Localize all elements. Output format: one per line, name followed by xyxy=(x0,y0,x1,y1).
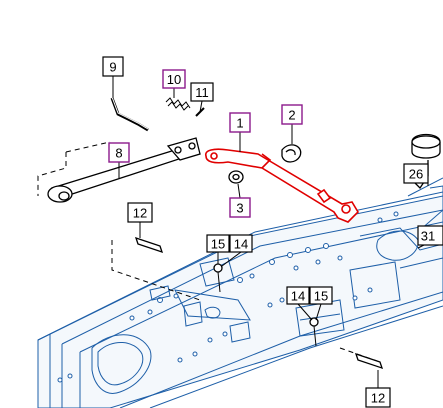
callout-12-lower: 12 xyxy=(365,387,391,408)
spring-part xyxy=(165,97,191,111)
callout-26: 26 xyxy=(403,163,429,184)
svg-text:26: 26 xyxy=(409,167,423,182)
callout-2: 2 xyxy=(281,104,303,125)
svg-text:14: 14 xyxy=(291,289,305,304)
clip-part xyxy=(281,144,302,163)
bushing-part xyxy=(228,170,244,184)
callout-15-lower: 15 xyxy=(309,286,333,305)
small-bracket-part-lower xyxy=(339,347,384,390)
callout-14-upper: 14 xyxy=(229,234,253,253)
svg-text:11: 11 xyxy=(195,85,209,100)
callout-15-upper: 15 xyxy=(206,234,230,253)
callout-3: 3 xyxy=(229,197,251,218)
svg-text:12: 12 xyxy=(371,391,385,406)
small-bracket-part-upper xyxy=(111,226,201,301)
svg-text:2: 2 xyxy=(288,108,295,123)
callout-14-lower: 14 xyxy=(286,286,310,305)
callout-31: 31 xyxy=(417,225,443,246)
callout-9: 9 xyxy=(102,56,124,77)
svg-text:15: 15 xyxy=(314,289,328,304)
callout-11: 11 xyxy=(190,82,214,102)
callout-1: 1 xyxy=(229,112,251,133)
svg-text:12: 12 xyxy=(133,206,147,221)
svg-text:31: 31 xyxy=(421,229,435,244)
svg-text:8: 8 xyxy=(115,146,122,161)
svg-text:14: 14 xyxy=(234,237,248,252)
svg-text:1: 1 xyxy=(236,116,243,131)
callout-12-upper: 12 xyxy=(127,202,153,223)
svg-text:15: 15 xyxy=(211,237,225,252)
svg-text:3: 3 xyxy=(236,201,243,216)
lever-bar-part xyxy=(37,137,201,203)
highlighted-rod-part xyxy=(205,148,360,223)
callout-8: 8 xyxy=(108,142,130,163)
svg-text:9: 9 xyxy=(109,60,116,75)
bent-rod-part xyxy=(110,96,149,132)
svg-text:10: 10 xyxy=(167,72,181,87)
callout-10: 10 xyxy=(162,69,186,89)
